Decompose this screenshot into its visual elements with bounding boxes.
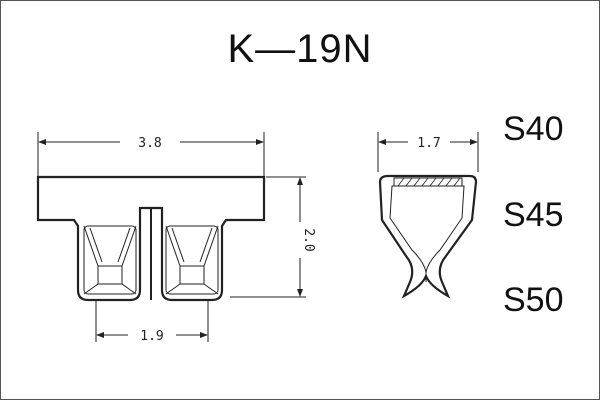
- terminal-right: [165, 225, 219, 295]
- side-width-dimension-label: 1.7: [417, 136, 440, 151]
- dim-arrow: [297, 289, 303, 297]
- part-title: K—19N: [227, 27, 372, 71]
- dim-arrow: [378, 139, 386, 145]
- size-label: S45: [503, 196, 564, 234]
- contact-top-hatch: [393, 177, 463, 187]
- side-profile-inner: [389, 185, 465, 273]
- dim-arrow: [470, 139, 478, 145]
- front-view: 3.8: [36, 132, 316, 344]
- pitch-dimension-label: 1.9: [140, 329, 163, 344]
- dim-arrow: [38, 139, 46, 145]
- side-profile-outer: [378, 174, 478, 299]
- width-dimension-label: 3.8: [138, 136, 161, 151]
- hatch-lines: [397, 177, 461, 187]
- size-label: S50: [503, 281, 564, 319]
- connector-body: [36, 175, 266, 302]
- terminal-left: [83, 225, 137, 295]
- height-dimension-label: 2.0: [301, 228, 316, 251]
- side-view: 1.7: [377, 132, 479, 299]
- dim-arrow: [96, 332, 104, 338]
- size-list: S40 S45 S50: [503, 110, 564, 319]
- size-label: S40: [503, 110, 564, 148]
- dim-arrow: [297, 177, 303, 185]
- dim-arrow: [256, 139, 264, 145]
- dim-arrow: [200, 332, 208, 338]
